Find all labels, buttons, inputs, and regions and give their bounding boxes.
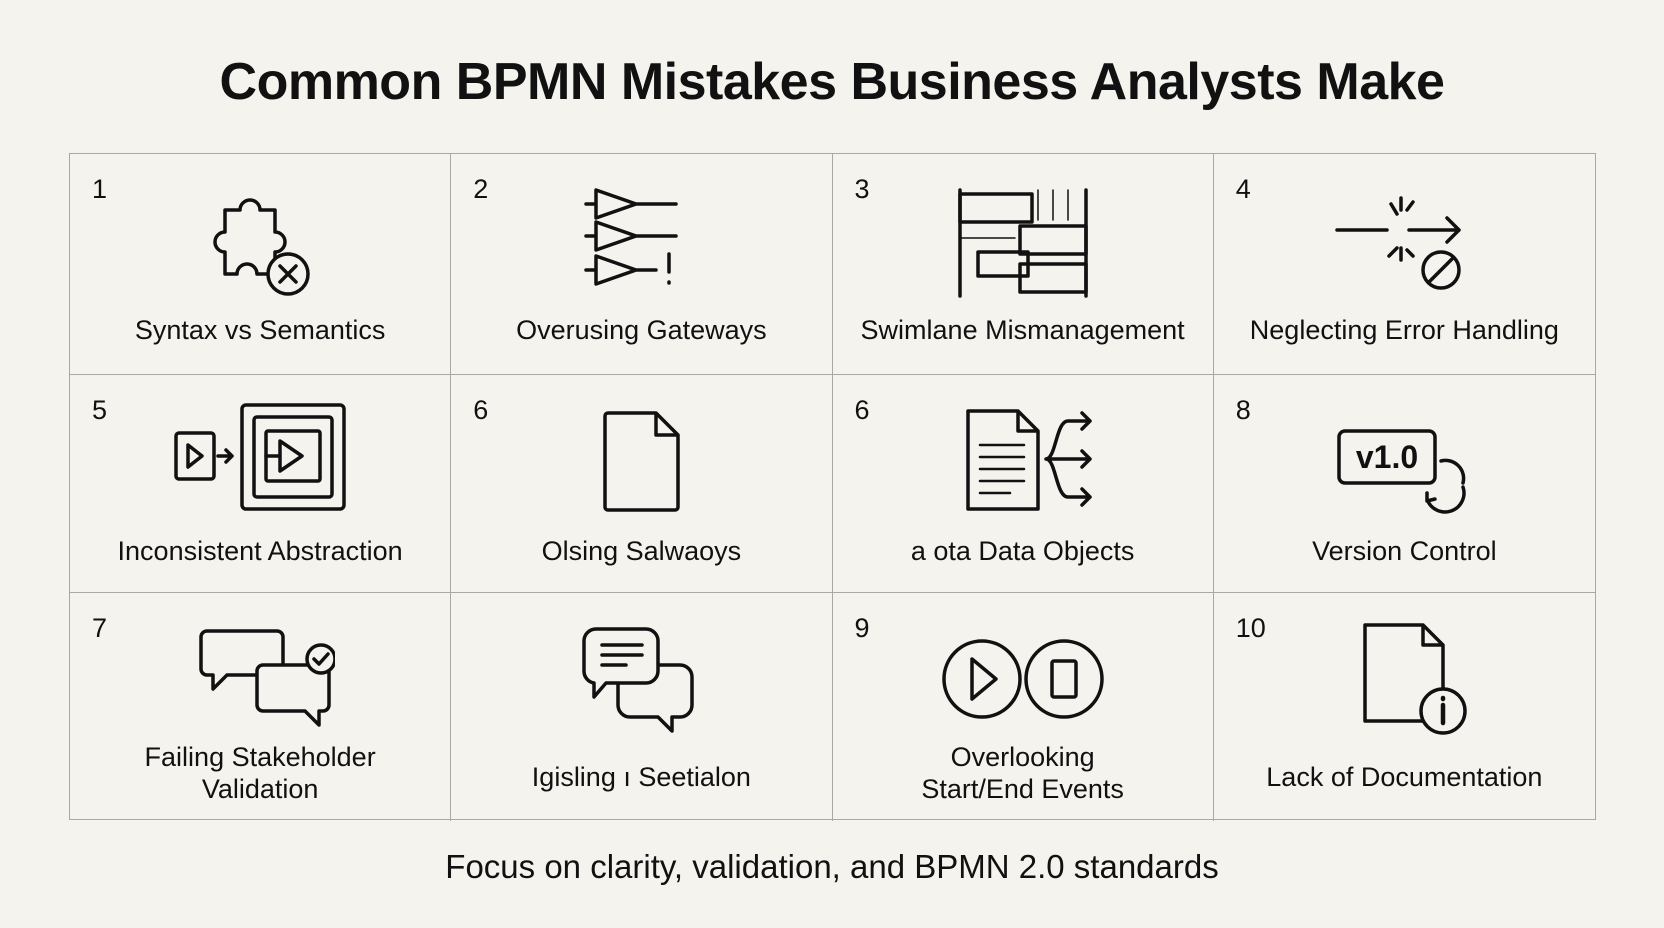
chat-check-icon (185, 619, 337, 739)
cell-olsing-salwaoys: 6 Olsing Salwaoys (451, 375, 833, 593)
data-object-arrows-icon (948, 401, 1098, 521)
cell-label: Inconsistent Abstraction (117, 536, 403, 566)
cell-number: 4 (1235, 174, 1251, 204)
cell-number: 3 (854, 174, 870, 204)
cell-number: 5 (92, 395, 108, 425)
puzzle-piece-x-icon (185, 180, 335, 300)
cell-igisling-seetialon: Igisling ı Seetialon (451, 593, 833, 821)
cell-number: 10 (1235, 613, 1266, 643)
cell-number: 9 (854, 613, 870, 643)
gateway-branches-icon (566, 180, 716, 300)
swimlane-grid-icon (948, 180, 1098, 300)
version-badge: v1.0 (1356, 439, 1418, 475)
chat-bubbles-icon (566, 619, 716, 739)
cell-number: 2 (473, 174, 489, 204)
cell-number: 8 (1235, 395, 1251, 425)
document-info-icon (1329, 619, 1479, 739)
cell-number: 1 (92, 174, 108, 204)
cell-lack-of-documentation: 10 Lack of Documentation (1214, 593, 1595, 821)
footer-note: Focus on clarity, validation, and BPMN 2… (445, 848, 1219, 885)
cell-overusing-gateways: 2 Overusing Gateways (451, 154, 833, 375)
cell-swimlane-mismanagement: 3 Swimlane Mismanagement (832, 154, 1214, 375)
blank-document-icon (566, 401, 716, 521)
cell-number: 7 (92, 613, 108, 643)
version-refresh-icon: v1.0 (1329, 401, 1479, 521)
cell-data-objects: 6 a ota Data Objects (832, 375, 1214, 593)
cell-number: 6 (473, 395, 489, 425)
start-end-events-icon (938, 619, 1108, 739)
cell-number: 6 (854, 395, 870, 425)
cell-label: Version Control (1312, 536, 1497, 566)
cell-syntax-vs-semantics: 1 Syntax vs Semantics (70, 154, 452, 375)
cell-label: Lack of Documentation (1266, 762, 1543, 792)
cell-error-handling: 4 Neglecting Error Handling (1213, 154, 1595, 375)
cell-label: Syntax vs Semantics (134, 315, 386, 345)
mistakes-grid: 1 Syntax vs Semantics 2 Overusing Gatewa… (69, 153, 1596, 821)
cell-label: a ota Data Objects (910, 536, 1135, 566)
cell-inconsistent-abstraction: 5 Inconsistent Abstraction (70, 375, 452, 593)
cell-label: Neglecting Error Handling (1249, 315, 1559, 345)
cell-label: Igisling ı Seetialon (531, 762, 751, 792)
cell-label: Swimlane Mismanagement (860, 315, 1185, 345)
cell-version-control: 8 v1.0 Version Control (1213, 375, 1595, 593)
page-title: Common BPMN Mistakes Business Analysts M… (219, 53, 1445, 111)
nested-subprocess-icon (170, 401, 350, 521)
cell-label: Overusing Gateways (516, 315, 767, 345)
cell-label: Olsing Salwaoys (541, 536, 742, 566)
broken-arrow-error-icon (1329, 180, 1479, 300)
